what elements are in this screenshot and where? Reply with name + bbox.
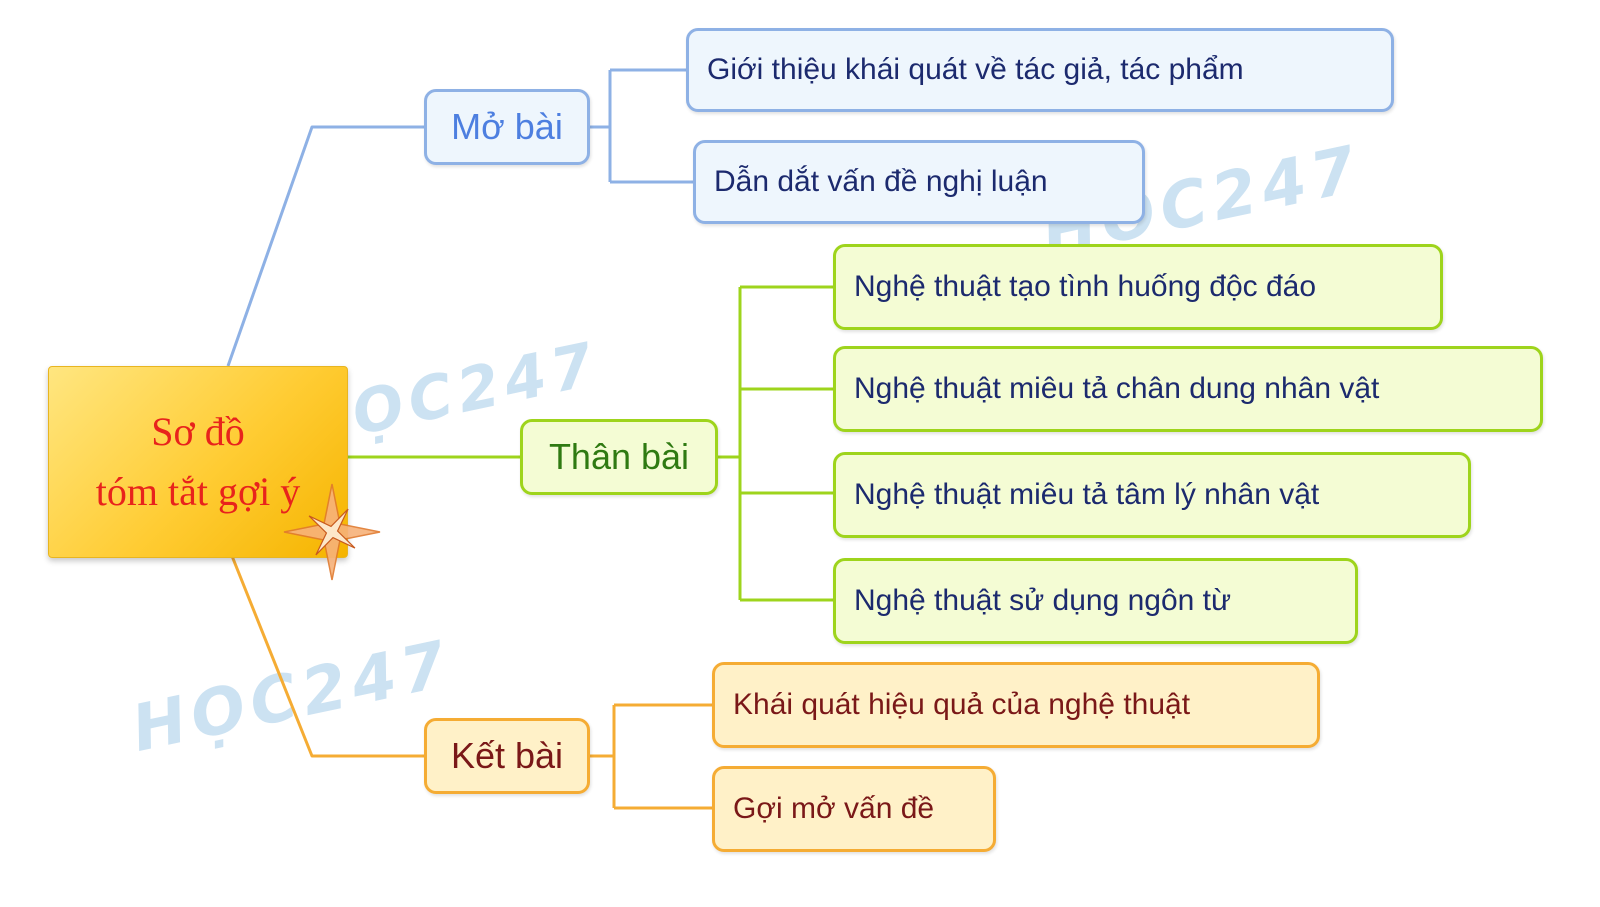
branch-mo-bai[interactable]: Mở bài (424, 89, 590, 165)
branch-than-bai[interactable]: Thân bài (520, 419, 718, 495)
branch-ket-bai[interactable]: Kết bài (424, 718, 590, 794)
connector-mo-bai-children (590, 68, 693, 184)
leaf-goi-mo-van-de[interactable]: Gợi mở vấn đề (712, 766, 996, 852)
leaf-khai-quat-hieu-qua[interactable]: Khái quát hiệu quả của nghệ thuật (712, 662, 1320, 748)
root-title-line-2: tóm tắt gợi ý (95, 469, 301, 514)
leaf-su-dung-ngon-tu[interactable]: Nghệ thuật sử dụng ngôn từ (833, 558, 1358, 644)
leaf-gioi-thieu-khai-quat[interactable]: Giới thiệu khái quát về tác giả, tác phẩ… (686, 28, 1394, 112)
sparkle-icon (283, 483, 381, 581)
connector-than-bai-children (718, 285, 833, 602)
leaf-mieu-ta-tam-ly[interactable]: Nghệ thuật miêu tả tâm lý nhân vật (833, 452, 1471, 538)
connector-root-mo-bai (226, 125, 424, 367)
connector-ket-bai-children (590, 703, 712, 810)
leaf-mieu-ta-chan-dung[interactable]: Nghệ thuật miêu tả chân dung nhân vật (833, 346, 1543, 432)
root-title-line-1: Sơ đồ (151, 409, 245, 454)
connector-root-ket-bai (230, 555, 424, 758)
leaf-tao-tinh-huong[interactable]: Nghệ thuật tạo tình huống độc đáo (833, 244, 1443, 330)
root-node[interactable]: Sơ đồ tóm tắt gợi ý (48, 366, 348, 558)
leaf-dan-dat-van-de[interactable]: Dẫn dắt vấn đề nghị luận (693, 140, 1145, 224)
